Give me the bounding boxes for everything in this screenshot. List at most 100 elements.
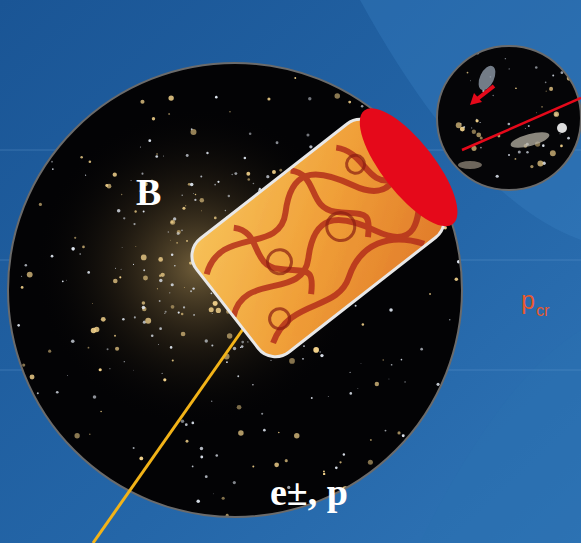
star-dot [388, 378, 390, 380]
star-dot [18, 408, 21, 411]
star-dot [415, 115, 417, 117]
star-dot [267, 97, 270, 100]
star-dot [229, 111, 231, 113]
star-dot [444, 473, 446, 475]
star-dot [155, 155, 158, 158]
star-dot [163, 378, 166, 381]
star-dot [294, 433, 299, 438]
star-dot [463, 126, 465, 128]
star-dot [545, 81, 547, 83]
star-dot [214, 217, 217, 220]
star-dot [249, 132, 252, 135]
star-dot [537, 161, 543, 167]
star-dot [525, 128, 526, 129]
star-dot [252, 466, 254, 468]
star-dot [190, 183, 193, 186]
star-dot [145, 318, 151, 324]
star-dot [270, 360, 271, 361]
star-dot [163, 156, 164, 157]
star-dot [389, 308, 393, 312]
star-dot [444, 444, 447, 447]
pressure-symbol: p [521, 288, 535, 313]
star-dot [135, 246, 137, 248]
star-dot [117, 209, 121, 213]
star-dot [142, 301, 146, 305]
star-dot [140, 515, 141, 516]
star-dot [469, 80, 471, 82]
star-dot [261, 413, 263, 415]
star-dot [567, 137, 570, 140]
star-dot [476, 133, 481, 138]
star-dot [186, 240, 188, 242]
galaxy-cluster-circle: Be±, p [8, 63, 462, 517]
star-dot [25, 264, 28, 267]
star-dot [119, 276, 121, 278]
star-dot [151, 334, 154, 337]
star-dot [205, 475, 208, 478]
star-dot [50, 78, 54, 82]
star-dot [49, 113, 53, 117]
star-dot [285, 62, 290, 67]
star-dot [509, 68, 510, 69]
star-dot [183, 306, 185, 308]
star-dot [177, 230, 181, 234]
star-dot [311, 397, 313, 399]
star-dot [215, 454, 218, 457]
star-dot [21, 98, 23, 100]
star-dot [171, 283, 174, 286]
star-dot [240, 347, 241, 348]
star-dot [123, 217, 125, 219]
star-dot [107, 348, 109, 350]
star-dot [578, 148, 579, 149]
star-dot [133, 447, 135, 449]
star-dot [200, 198, 204, 202]
star-dot [92, 303, 94, 305]
star-dot [191, 422, 194, 425]
star-dot [56, 391, 59, 394]
star-dot [178, 311, 180, 313]
star-dot [66, 279, 68, 281]
star-dot [195, 194, 196, 195]
star-dot [480, 137, 483, 140]
star-dot [152, 117, 155, 120]
star-dot [94, 327, 100, 333]
star-dot [552, 75, 554, 77]
star-dot [87, 271, 90, 274]
star-dot [122, 318, 125, 321]
star-dot [272, 170, 276, 174]
star-dot [172, 359, 174, 361]
star-dot [306, 134, 309, 137]
star-dot [159, 327, 162, 330]
star-dot [71, 339, 75, 343]
star-dot [74, 237, 76, 239]
star-dot [402, 434, 405, 437]
star-dot [89, 160, 92, 163]
star-dot [168, 95, 173, 100]
star-dot [355, 305, 357, 307]
star-dot [233, 347, 236, 350]
star-dot [227, 333, 232, 338]
star-dot [554, 112, 559, 117]
star-dot [77, 515, 79, 517]
star-dot [114, 335, 116, 337]
star-dot [140, 100, 144, 104]
star-dot [200, 456, 203, 459]
star-dot [130, 80, 132, 82]
star-dot [535, 66, 538, 69]
star-dot [134, 316, 136, 318]
star-dot [31, 404, 35, 408]
star-dot [564, 180, 566, 182]
star-dot [475, 119, 478, 122]
star-dot [79, 471, 81, 473]
star-dot [416, 491, 419, 494]
star-dot [542, 144, 545, 147]
star-dot [51, 161, 53, 163]
star-dot [52, 168, 54, 170]
star-dot [246, 172, 250, 176]
star-dot [182, 207, 185, 210]
star-dot [397, 431, 400, 434]
star-dot [17, 324, 20, 327]
star-dot [447, 506, 451, 510]
star-dot [200, 176, 202, 178]
star-dot [121, 511, 123, 513]
